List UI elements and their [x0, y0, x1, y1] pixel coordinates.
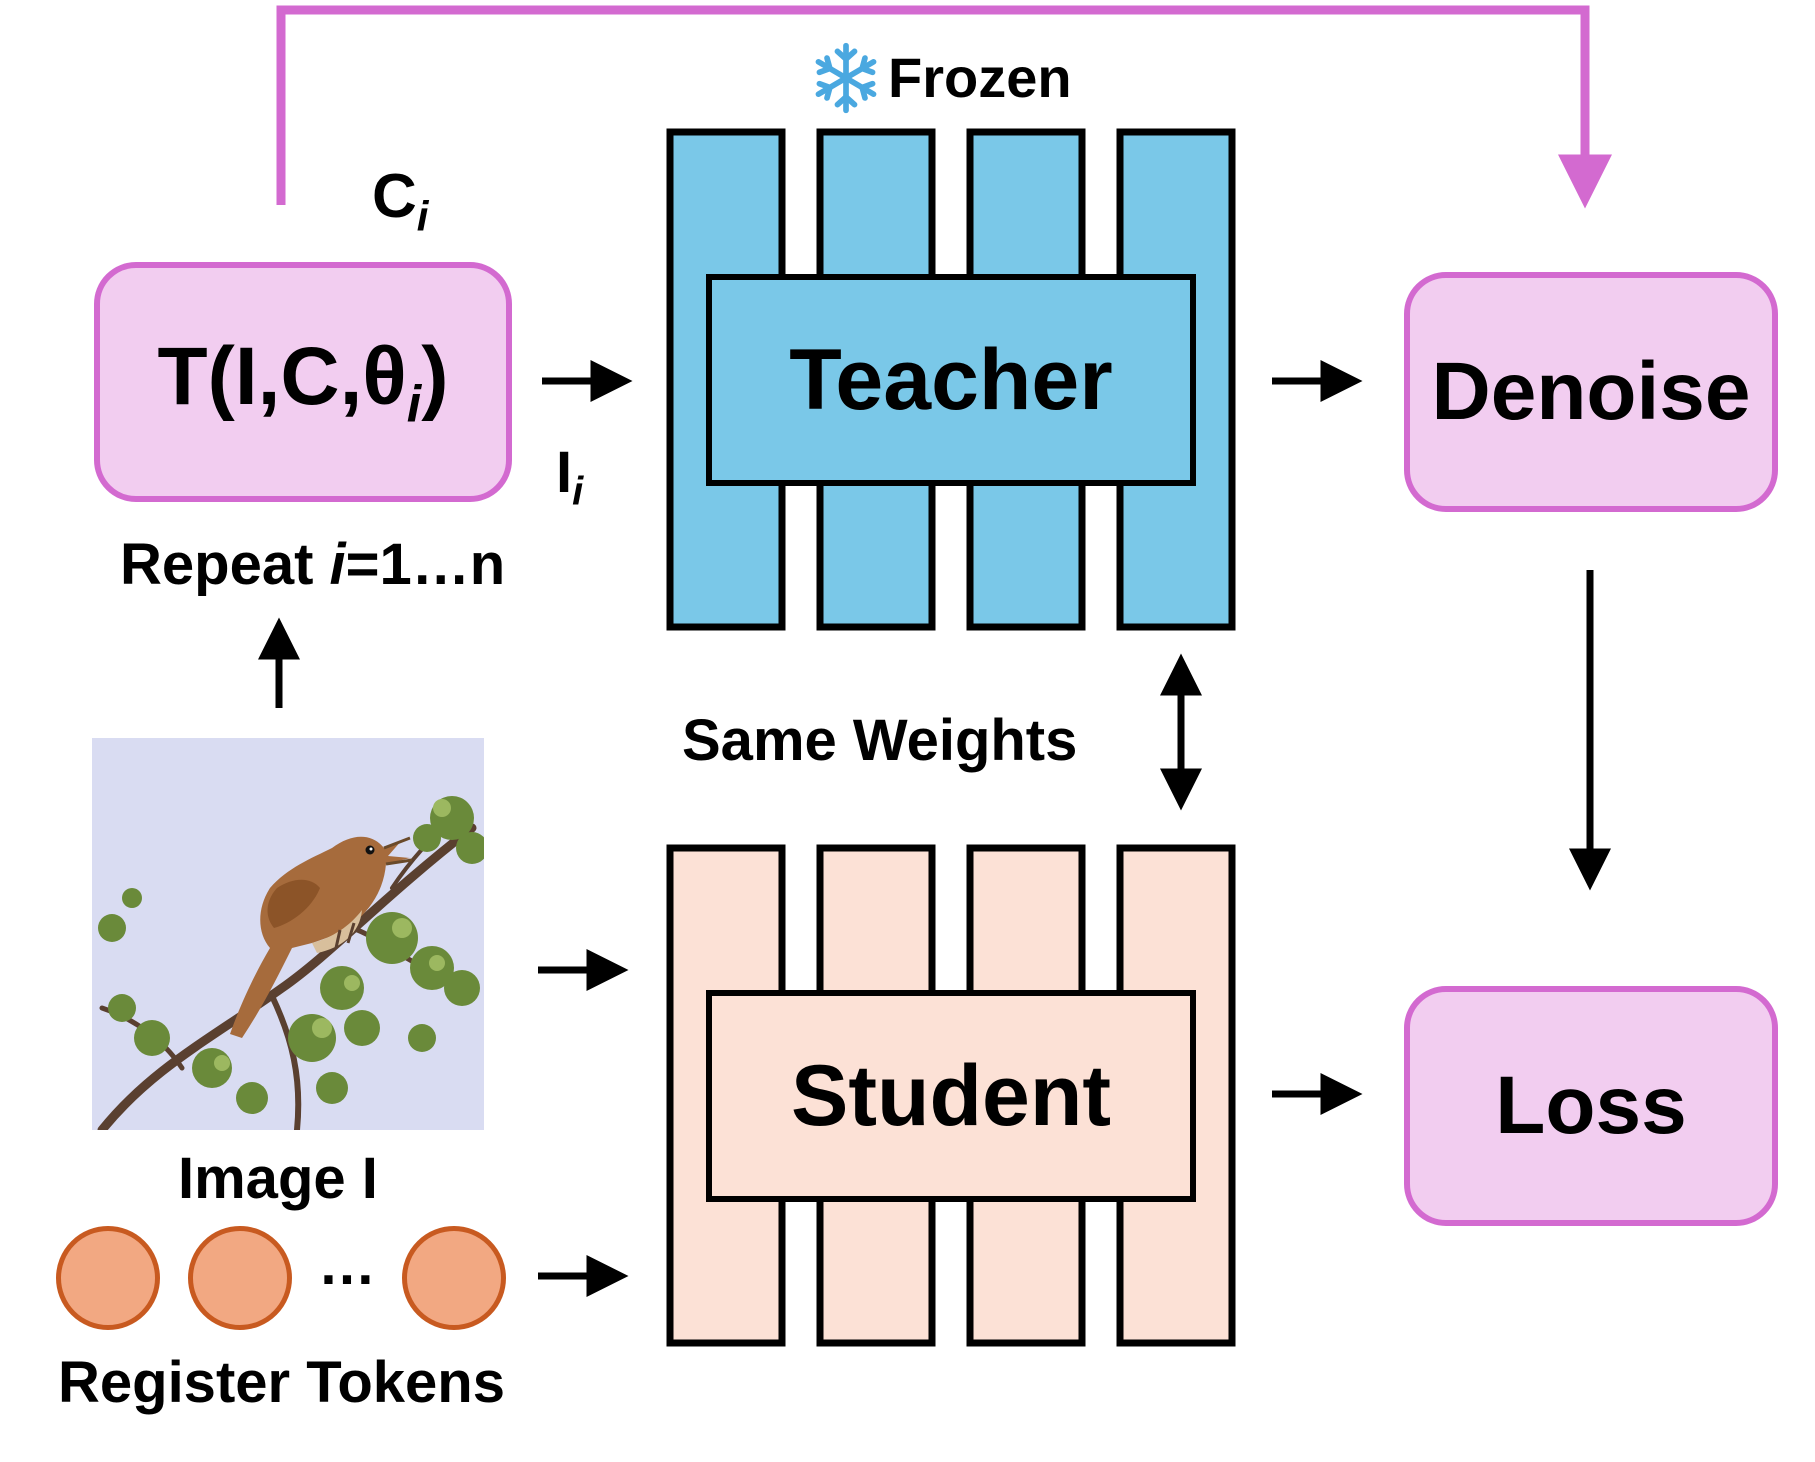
- ci-main: C: [372, 162, 417, 231]
- teacher-block: Teacher: [706, 274, 1196, 486]
- denoise-box: Denoise: [1404, 272, 1778, 512]
- denoise-label: Denoise: [1431, 346, 1751, 437]
- ii-sub: i: [572, 469, 584, 514]
- ci-label: Ci: [372, 166, 428, 237]
- repeat-var: i: [329, 532, 346, 597]
- student-label: Student: [790, 1047, 1112, 1144]
- bird-photo: [92, 738, 484, 1130]
- repeat-prefix: Repeat: [120, 532, 330, 597]
- token-ellipsis: …: [318, 1232, 376, 1297]
- loss-box: Loss: [1404, 986, 1778, 1226]
- transform-box: T(I,C,θi): [94, 262, 512, 502]
- image-label: Image I: [178, 1146, 378, 1211]
- register-token-2: [188, 1226, 292, 1330]
- frozen-tag: Frozen: [808, 40, 1072, 116]
- snowflake-icon: [815, 42, 877, 114]
- transform-label: T(I,C,θi): [157, 330, 448, 434]
- register-token-1: [56, 1226, 160, 1330]
- transform-main: T(I,C,θ: [157, 330, 407, 422]
- ci-sub: i: [416, 192, 429, 240]
- register-token-3: [402, 1226, 506, 1330]
- teacher-label: Teacher: [789, 331, 1113, 428]
- repeat-range: =1…n: [345, 532, 506, 597]
- ii-main: I: [556, 440, 573, 505]
- same-weights-label: Same Weights: [682, 708, 1078, 773]
- transform-sub: i: [406, 375, 422, 434]
- feedback-arrow: [276, 5, 1612, 209]
- loss-label: Loss: [1495, 1060, 1687, 1151]
- frozen-label: Frozen: [888, 46, 1072, 109]
- transform-close: ): [421, 330, 449, 422]
- register-tokens-label: Register Tokens: [58, 1350, 505, 1415]
- ii-label: Ii: [556, 444, 583, 512]
- repeat-label: Repeat i=1…n: [120, 536, 505, 594]
- student-block: Student: [706, 990, 1196, 1202]
